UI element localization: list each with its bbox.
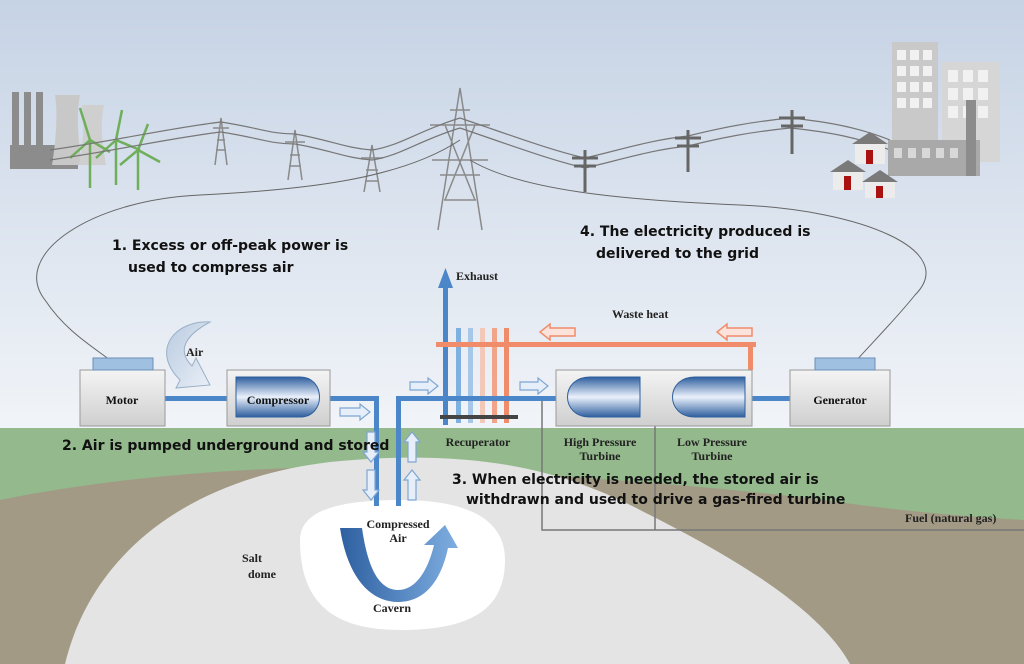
compressor-label: Compressor bbox=[247, 393, 310, 407]
air-label: Air bbox=[186, 345, 204, 359]
hp-turbine-label-line1: High Pressure bbox=[564, 435, 637, 449]
waste-heat-label: Waste heat bbox=[612, 307, 668, 321]
utility-pole-icons bbox=[572, 110, 805, 192]
waste-heat-arrow-icons bbox=[538, 322, 753, 342]
compressor-outlet-pipe bbox=[330, 396, 378, 401]
lp-turbine-label-line1: Low Pressure bbox=[677, 435, 748, 449]
step1-line2: used to compress air bbox=[128, 260, 294, 276]
transmission-tower-icons bbox=[213, 87, 490, 231]
generator-box bbox=[789, 369, 891, 427]
compressed-air-label-line1: Compressed bbox=[366, 517, 429, 531]
exhaust-arrow-icon bbox=[438, 268, 453, 288]
power-out-line bbox=[469, 159, 927, 363]
flow-arrow-icons bbox=[339, 371, 675, 501]
pipe-to-turbine bbox=[396, 396, 556, 401]
house-icons bbox=[830, 132, 898, 198]
cavern-label: Cavern bbox=[373, 601, 411, 615]
generator-top-plate bbox=[814, 357, 876, 371]
pipe-up bbox=[396, 396, 401, 506]
step4-line2: delivered to the grid bbox=[596, 246, 759, 262]
pipe-down bbox=[374, 396, 379, 506]
step3-line1: 3. When electricity is needed, the store… bbox=[452, 472, 819, 488]
motor-label: Motor bbox=[106, 393, 139, 407]
hp-turbine-drum bbox=[567, 376, 641, 418]
motor-box bbox=[79, 369, 166, 427]
compressed-air-label-line2: Air bbox=[389, 531, 407, 545]
salt-dome-label-line2: dome bbox=[248, 567, 277, 581]
motor-shaft bbox=[165, 396, 227, 401]
step4-line1: 4. The electricity produced is bbox=[580, 224, 810, 240]
salt-dome-label-line1: Salt bbox=[242, 551, 262, 565]
step2-text: 2. Air is pumped underground and stored bbox=[62, 438, 389, 454]
lp-turbine-label-line2: Turbine bbox=[692, 449, 734, 463]
power-in-line bbox=[36, 139, 461, 361]
lp-turbine-drum bbox=[672, 376, 746, 418]
generator-label: Generator bbox=[813, 393, 867, 407]
compressor-drum bbox=[235, 376, 320, 418]
recuperator-label: Recuperator bbox=[446, 435, 511, 449]
fuel-line bbox=[541, 398, 1024, 531]
hp-turbine-label-line2: Turbine bbox=[580, 449, 622, 463]
step3-line2: withdrawn and used to drive a gas-fired … bbox=[466, 492, 845, 508]
city-buildings-icon bbox=[888, 42, 1000, 176]
cavern-circulation-arrow-icon bbox=[340, 525, 458, 602]
wind-turbine-icons bbox=[69, 107, 161, 190]
recuperator-heat-pipes bbox=[436, 328, 756, 423]
factory-icon bbox=[10, 92, 106, 169]
step1-line1: 1. Excess or off-peak power is bbox=[112, 238, 348, 254]
generator-shaft bbox=[750, 396, 790, 401]
motor-top-plate bbox=[92, 357, 154, 371]
exhaust-pipe bbox=[443, 285, 448, 425]
fuel-label: Fuel (natural gas) bbox=[905, 511, 996, 525]
exhaust-label: Exhaust bbox=[456, 269, 498, 283]
air-intake-arrow-icon bbox=[166, 321, 212, 389]
